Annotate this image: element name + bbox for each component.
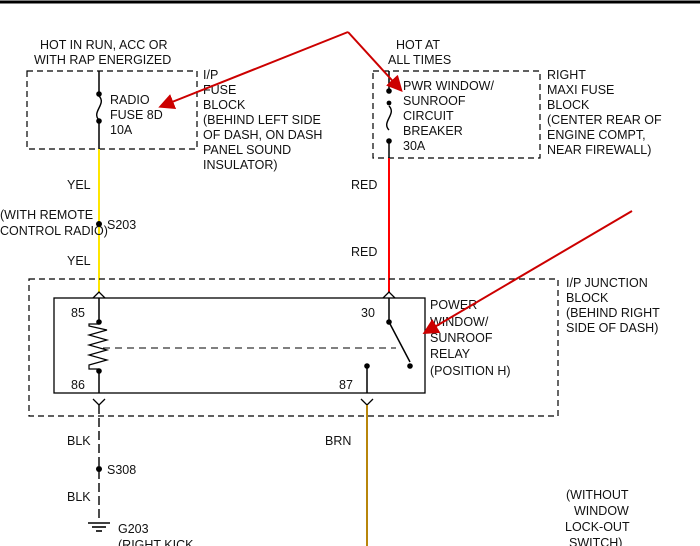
switch-note-line: SWITCH)	[569, 536, 622, 546]
annotation-arrow-to-breaker	[347, 31, 403, 92]
maxi-fuse-block-line: BLOCK	[547, 98, 590, 112]
ip-fuse-block-line: I/P	[203, 68, 218, 82]
wire-label-yel-lower: YEL	[67, 254, 91, 268]
wire-label-blk-lower: BLK	[67, 490, 91, 504]
hot-at-label-2: ALL TIMES	[388, 53, 451, 67]
junction-block-line: I/P JUNCTION	[566, 276, 648, 290]
splice-s308-label: S308	[107, 463, 136, 477]
switch-note: (WITHOUT WINDOW LOCK-OUT SWITCH)	[565, 488, 630, 546]
ip-fuse-block-line: BLOCK	[203, 98, 246, 112]
annotation-arrow-to-relay	[422, 210, 633, 335]
connector-87	[360, 398, 374, 406]
maxi-fuse-block-line: (CENTER REAR OF	[547, 113, 662, 127]
wire-label-brn: BRN	[325, 434, 351, 448]
connector-85	[92, 291, 106, 299]
relay-label-line: (POSITION H)	[430, 364, 511, 378]
hot-run-label-1: HOT IN RUN, ACC OR	[40, 38, 168, 52]
relay-label-line: RELAY	[430, 347, 471, 361]
ground-symbol	[88, 522, 110, 532]
maxi-fuse-block-line: RIGHT	[547, 68, 586, 82]
relay-coil	[86, 323, 110, 370]
wire-label-yel-upper: YEL	[67, 178, 91, 192]
breaker-label-line: 30A	[403, 139, 426, 153]
junction-block-outline	[28, 278, 559, 417]
breaker-label-line: SUNROOF	[403, 94, 466, 108]
radio-fuse-label-2: FUSE 8D	[110, 108, 163, 122]
fuse-symbol	[96, 95, 102, 121]
breaker-label-line: BREAKER	[403, 124, 463, 138]
switch-note-line: LOCK-OUT	[565, 520, 630, 534]
annotation-arrow-to-fuse	[158, 31, 349, 109]
pin-86-label: 86	[71, 378, 85, 392]
pin-85-label: 85	[71, 306, 85, 320]
relay-label-line: WINDOW/	[430, 315, 489, 329]
wire-label-red-lower: RED	[351, 245, 377, 259]
relay-switch-contact	[388, 321, 411, 363]
wire-label-blk-upper: BLK	[67, 434, 91, 448]
splice-s308	[96, 466, 102, 472]
ip-fuse-block-line: FUSE	[203, 83, 236, 97]
junction-block-line: SIDE OF DASH)	[566, 321, 658, 335]
relay-box	[53, 297, 426, 394]
maxi-fuse-block-line: MAXI FUSE	[547, 83, 614, 97]
maxi-fuse-block-text: RIGHT MAXI FUSE BLOCK (CENTER REAR OF EN…	[547, 68, 662, 157]
relay: 85 86 30 87	[53, 291, 426, 406]
junction-block-line: (BEHIND RIGHT	[566, 306, 660, 320]
splice-s203-label: S203	[107, 218, 136, 232]
hot-at-label-1: HOT AT	[396, 38, 440, 52]
connector-30	[382, 291, 396, 299]
hot-run-label-2: WITH RAP ENERGIZED	[34, 53, 171, 67]
junction-block-text: I/P JUNCTION BLOCK (BEHIND RIGHT SIDE OF…	[566, 276, 660, 335]
ip-fuse-block-line: (BEHIND LEFT SIDE	[203, 113, 321, 127]
circuit-breaker-symbol	[386, 105, 392, 131]
maxi-fuse-block-line: NEAR FIREWALL)	[547, 143, 651, 157]
switch-note-line: (WITHOUT	[566, 488, 629, 502]
pin-30-label: 30	[361, 306, 375, 320]
ip-fuse-block-line: OF DASH, ON DASH	[203, 128, 322, 142]
wire-label-red-upper: RED	[351, 178, 377, 192]
breaker-label-line: PWR WINDOW/	[403, 79, 494, 93]
relay-text: POWER WINDOW/ SUNROOF RELAY (POSITION H)	[430, 298, 511, 378]
radio-fuse-label-3: 10A	[110, 123, 133, 137]
connector-86	[92, 398, 106, 406]
yellow-wire	[96, 149, 102, 292]
black-wire	[88, 405, 110, 532]
ip-fuse-block-line: PANEL SOUND	[203, 143, 291, 157]
ip-fuse-block: RADIO FUSE 8D 10A	[26, 70, 198, 150]
maxi-fuse-block-line: ENGINE COMPT,	[547, 128, 646, 142]
maxi-fuse-block: PWR WINDOW/ SUNROOF CIRCUIT BREAKER 30A	[372, 70, 541, 159]
splice-s203-note-1: (WITH REMOTE	[0, 208, 93, 222]
ground-g203-label: G203	[118, 522, 149, 536]
junction-block-line: BLOCK	[566, 291, 609, 305]
pin-87-label: 87	[339, 378, 353, 392]
switch-note-line: WINDOW	[574, 504, 629, 518]
radio-fuse-label-1: RADIO	[110, 93, 150, 107]
breaker-label-line: CIRCUIT	[403, 109, 454, 123]
splice-s203	[96, 221, 102, 227]
ip-fuse-block-line: INSULATOR)	[203, 158, 278, 172]
splice-s203-note-2: CONTROL RADIO)	[0, 224, 108, 238]
ground-location-label: (RIGHT KICK	[118, 538, 194, 546]
relay-label-line: SUNROOF	[430, 331, 493, 345]
